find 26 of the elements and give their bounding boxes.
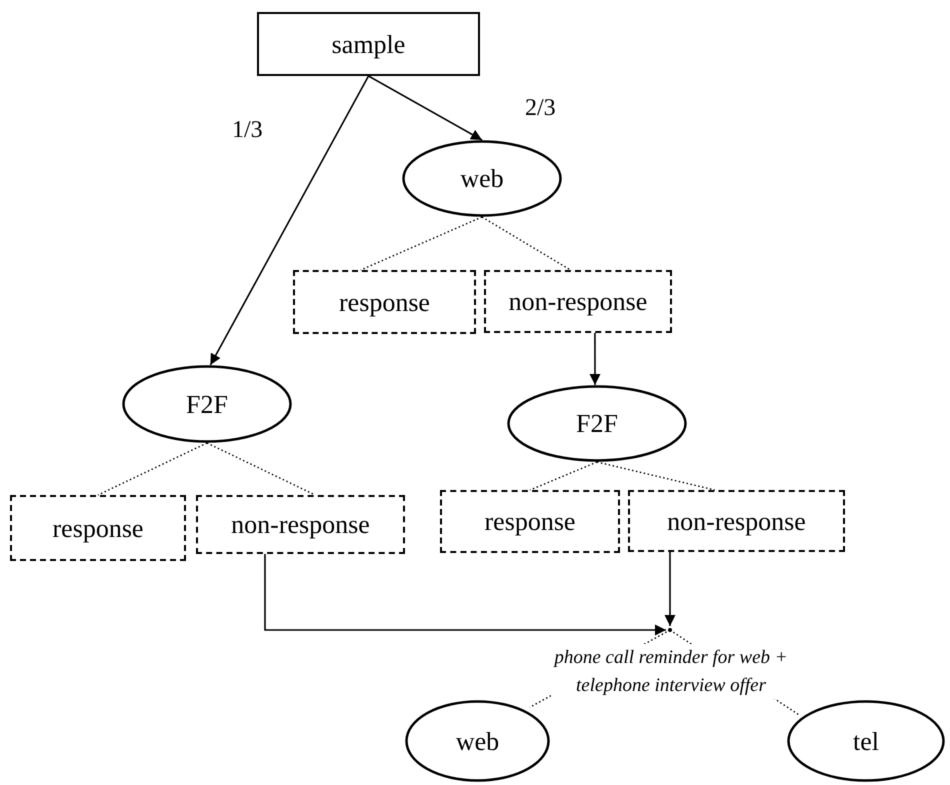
outcome-box: response xyxy=(440,490,620,553)
mode-ellipse: tel xyxy=(787,700,945,782)
branch-share-label: 2/3 xyxy=(525,94,557,123)
dotted-line xyxy=(206,442,316,496)
arrow xyxy=(368,75,482,141)
mode-ellipse: F2F xyxy=(507,385,687,462)
mode-ellipse: F2F xyxy=(122,365,292,443)
arrow xyxy=(590,333,600,385)
dotted-line xyxy=(482,216,571,271)
branch-share-label: 1/3 xyxy=(232,116,264,145)
arrow xyxy=(264,554,666,636)
process-box: sample xyxy=(257,12,480,76)
outcome-box: response xyxy=(10,495,186,561)
dotted-line xyxy=(596,461,715,491)
mode-ellipse: web xyxy=(402,140,562,217)
dotted-line xyxy=(360,216,482,271)
arrow xyxy=(210,76,370,366)
outcome-box: non-response xyxy=(484,270,672,333)
mode-ellipse: web xyxy=(405,700,550,782)
junction-point xyxy=(668,628,672,632)
dotted-line xyxy=(530,461,598,491)
outcome-box: non-response xyxy=(196,495,405,554)
outcome-box: non-response xyxy=(628,490,845,552)
arrow xyxy=(664,552,676,626)
dotted-line xyxy=(98,442,208,496)
outcome-box: response xyxy=(293,270,476,334)
